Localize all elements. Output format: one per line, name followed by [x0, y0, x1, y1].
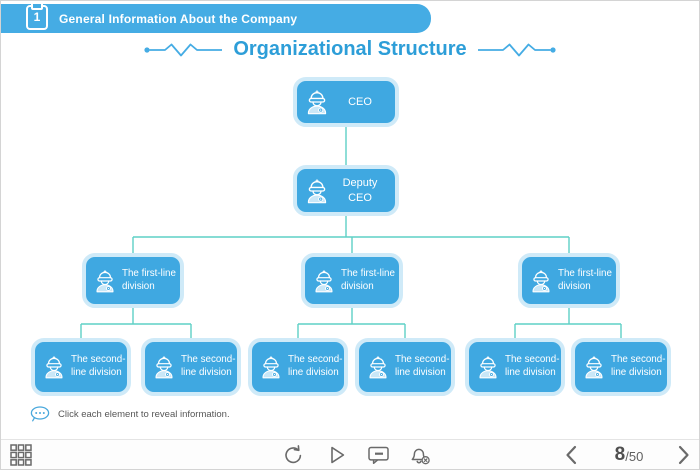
officer-icon [92, 268, 118, 294]
player-toolbar: 8 /50 [1, 439, 699, 469]
org-node-label: The second-line division [395, 354, 450, 378]
org-node-label: The second-line division [288, 354, 343, 378]
officer-icon [151, 354, 177, 380]
officer-icon [258, 354, 284, 380]
org-node-second-line-2[interactable]: The second-line division [141, 338, 241, 396]
topic-header-bar: 1 General Information About the Company [1, 4, 431, 33]
officer-icon [41, 354, 67, 380]
zigzag-flourish-right-icon [477, 43, 556, 56]
org-node-label: The second-line division [181, 354, 236, 378]
next-icon[interactable] [677, 445, 691, 465]
topic-title: General Information About the Company [59, 11, 298, 26]
officer-icon [311, 268, 337, 294]
org-node-label: The second-line division [71, 354, 126, 378]
menu-grid-icon[interactable] [10, 444, 32, 466]
page-total: /50 [625, 449, 644, 464]
officer-icon [365, 354, 391, 380]
clipboard-icon: 1 [26, 4, 48, 30]
org-node-second-line-4[interactable]: The second-line division [355, 338, 455, 396]
org-node-deputy-ceo[interactable]: Deputy CEO [293, 165, 399, 216]
officer-icon [528, 268, 554, 294]
topic-number: 1 [33, 10, 41, 24]
speech-bubble-icon [30, 406, 50, 422]
hint-row: Click each element to reveal information… [30, 406, 230, 423]
org-node-label: The second-line division [611, 354, 666, 378]
play-icon[interactable] [327, 445, 347, 465]
org-node-label: The second-line division [505, 354, 560, 378]
page-counter: 8 /50 [598, 444, 660, 466]
org-node-ceo[interactable]: CEO [293, 77, 399, 127]
prev-icon[interactable] [564, 445, 578, 465]
notifications-off-icon[interactable] [409, 445, 431, 465]
officer-icon [303, 177, 331, 205]
comments-icon[interactable] [368, 446, 390, 465]
hint-text: Click each element to reveal information… [58, 409, 230, 420]
org-node-second-line-5[interactable]: The second-line division [465, 338, 565, 396]
page-current: 8 [614, 444, 626, 465]
slide-title: Organizational Structure [233, 38, 467, 60]
officer-icon [475, 354, 501, 380]
org-node-label: Deputy CEO [342, 176, 378, 204]
org-node-label: CEO [348, 95, 372, 108]
officer-icon [303, 88, 331, 116]
org-node-second-line-3[interactable]: The second-line division [248, 338, 348, 396]
replay-icon[interactable] [282, 445, 302, 465]
zigzag-flourish-left-icon [144, 43, 223, 56]
org-node-second-line-6[interactable]: The second-line division [571, 338, 671, 396]
slide-title-row: Organizational Structure [1, 38, 699, 61]
officer-icon [581, 354, 607, 380]
org-node-second-line-1[interactable]: The second-line division [31, 338, 131, 396]
